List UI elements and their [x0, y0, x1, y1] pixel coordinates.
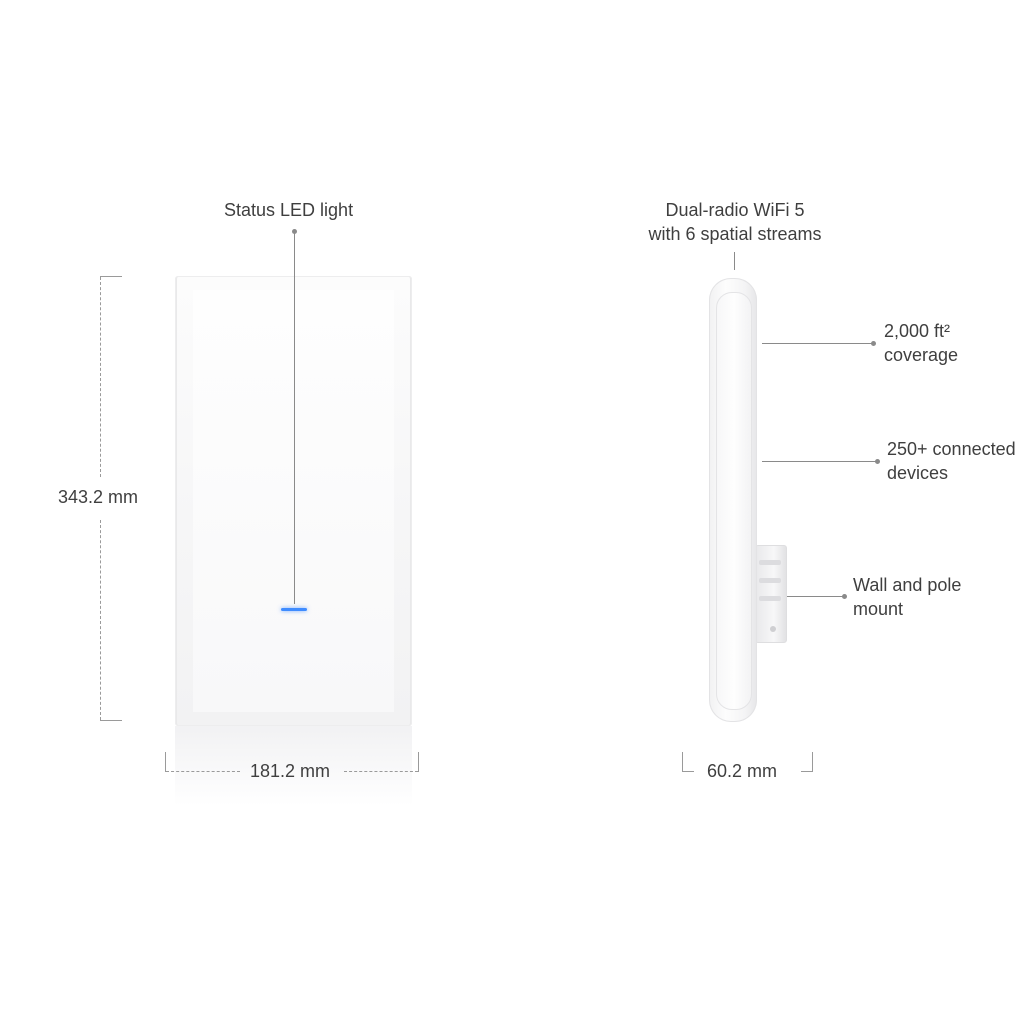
height-dim-bottom-tick [100, 720, 122, 721]
radio-label-line-2: with 6 spatial streams [648, 224, 822, 244]
depth-dim-left-foot [682, 771, 694, 772]
coverage-callout-dot [871, 341, 876, 346]
devices-label: 250+ connected devices [887, 437, 1016, 485]
front-panel-reflection [175, 726, 412, 806]
radio-label-line-1: Dual-radio WiFi 5 [665, 200, 805, 220]
mount-rib [759, 596, 781, 601]
width-dim-left-tick [165, 752, 166, 772]
coverage-label-line-1: 2,000 ft² [884, 321, 951, 341]
coverage-label-line-2: coverage [884, 345, 959, 365]
width-dimension: 181.2 mm [250, 761, 331, 781]
height-dimension: 343.2 mm [58, 487, 139, 507]
mount-screw-hole [770, 626, 776, 632]
depth-dimension: 60.2 mm [707, 761, 778, 781]
front-panel-inset [193, 290, 394, 712]
width-dim-line-left [166, 771, 240, 772]
width-dim-right-tick [418, 752, 419, 772]
coverage-leader-line [762, 343, 872, 344]
depth-dim-left-tick [682, 752, 683, 772]
devices-label-line-2: devices [887, 463, 949, 483]
mount-rib [759, 578, 781, 583]
coverage-label: 2,000 ft² coverage [884, 319, 958, 367]
side-profile-edge [716, 292, 752, 710]
radio-label: Dual-radio WiFi 5 with 6 spatial streams [641, 198, 829, 246]
devices-label-line-1: 250+ connected [887, 439, 1016, 459]
mount-label-line-2: mount [853, 599, 904, 619]
radio-leader-line [734, 252, 735, 270]
devices-callout-dot [875, 459, 880, 464]
devices-leader-line [762, 461, 876, 462]
mount-leader-line [787, 596, 843, 597]
mount-rib [759, 560, 781, 565]
height-dim-line-top [100, 277, 101, 477]
status-led [281, 608, 307, 611]
mount-callout-dot [842, 594, 847, 599]
depth-dim-right-foot [801, 771, 813, 772]
width-dim-line-right [344, 771, 418, 772]
mount-label-line-1: Wall and pole [853, 575, 962, 595]
status-led-callout-dot [292, 229, 297, 234]
status-led-leader-line [294, 232, 295, 604]
access-point-front-panel [175, 276, 412, 726]
height-dim-line-bottom [100, 520, 101, 720]
height-dim-top-tick [100, 276, 122, 277]
wall-pole-mount-bracket [755, 545, 787, 643]
mount-label: Wall and pole mount [853, 573, 961, 621]
depth-dim-right-tick [812, 752, 813, 772]
status-led-label: Status LED light [224, 200, 354, 220]
